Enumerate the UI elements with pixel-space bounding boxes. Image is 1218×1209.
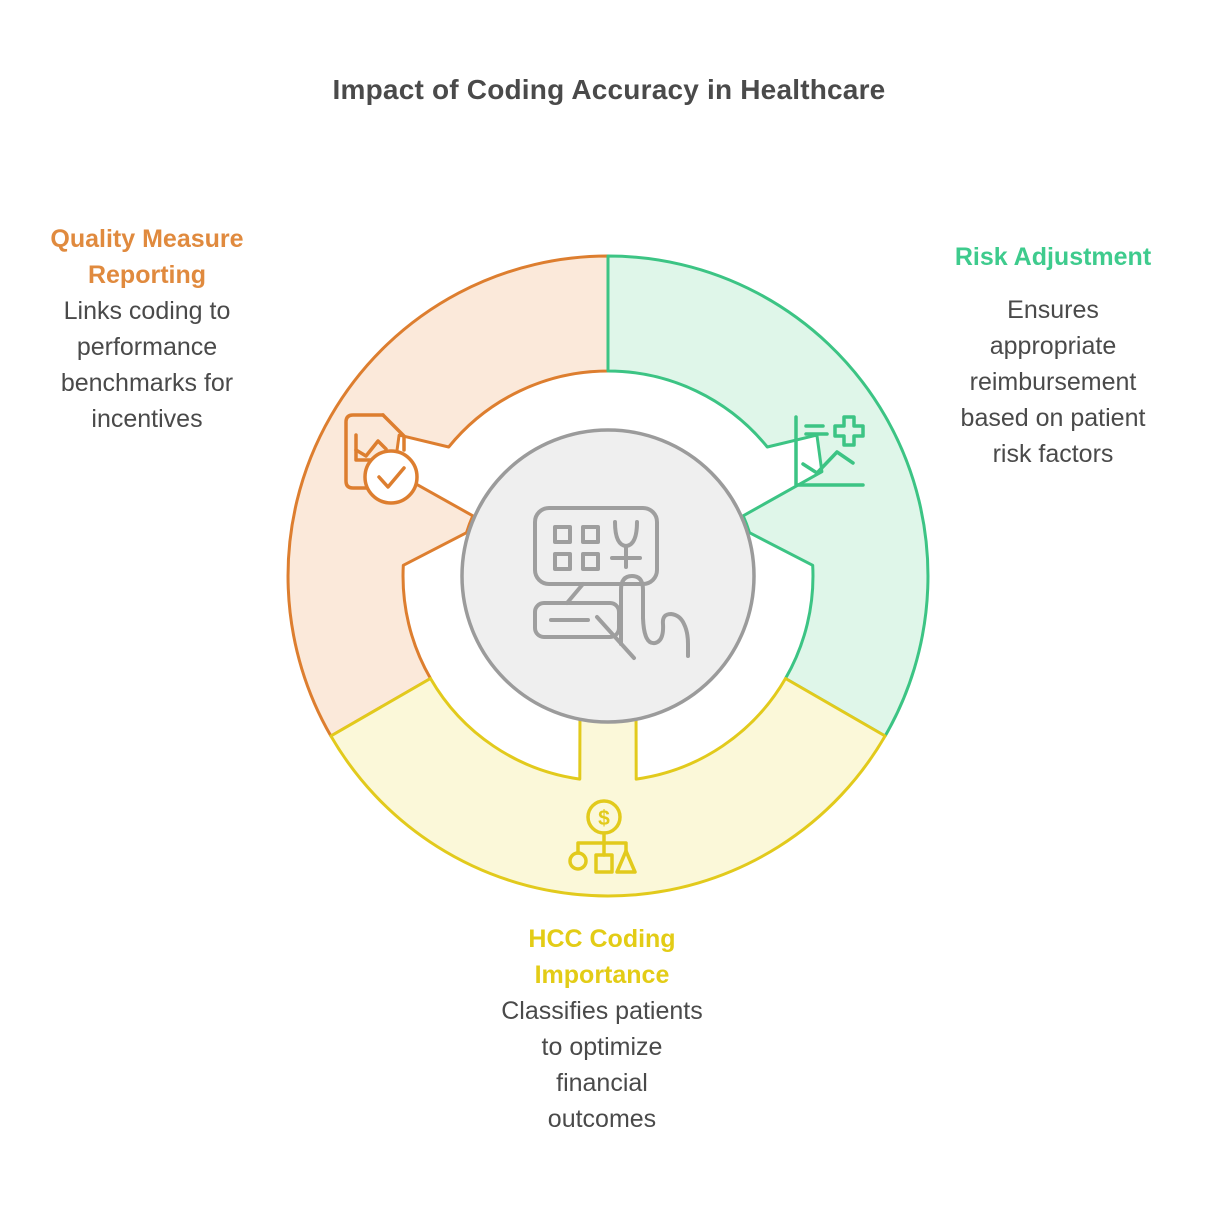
document-check-icon [344, 413, 419, 505]
coding-input-icon [533, 506, 690, 660]
center-circle [460, 428, 756, 724]
dollar-glyph: $ [598, 807, 610, 830]
body-risk-adjustment: Ensures appropriate reimbursement based … [960, 296, 1146, 468]
segment-risk-adjustment [606, 254, 930, 738]
label-risk-adjustment: Risk Adjustment Ensures appropriate reim… [928, 239, 1178, 472]
page-title: Impact of Coding Accuracy in Healthcare [332, 74, 886, 105]
medical-chart-icon [794, 415, 865, 487]
body-quality-measure-reporting: Links coding to performance benchmarks f… [60, 297, 234, 433]
heading-quality-measure-reporting: Quality Measure Reporting [50, 225, 244, 289]
body-hcc-coding-importance: Classifies patients to optimize financia… [501, 997, 703, 1133]
label-quality-measure-reporting: Quality Measure Reporting Links coding t… [22, 221, 272, 437]
segment-hcc-coding-importance [329, 677, 887, 898]
label-hcc-coding-importance: HCC Coding Importance Classifies patient… [462, 921, 742, 1137]
heading-hcc-coding-importance: HCC Coding Importance [528, 925, 676, 989]
heading-risk-adjustment: Risk Adjustment [954, 243, 1152, 271]
segment-quality-measure-reporting [286, 254, 610, 738]
financial-hierarchy-icon: $ [568, 799, 637, 874]
